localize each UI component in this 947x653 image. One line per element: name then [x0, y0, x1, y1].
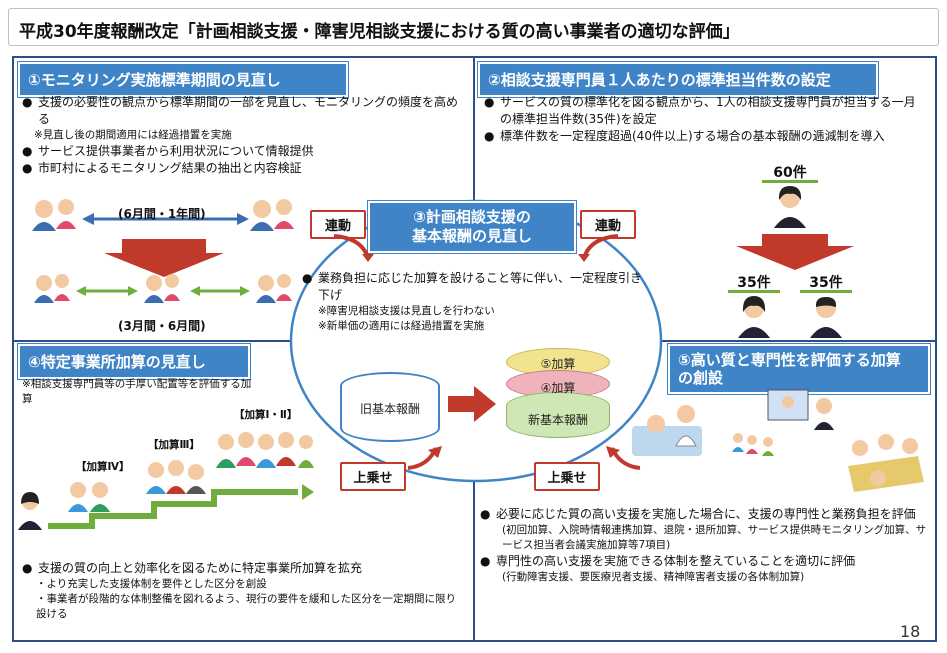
section5-body: ●必要に応じた質の高い支援を実施した場合に、支援の専門性と業務負担を評価 (初回…	[480, 506, 930, 585]
uplift-arrow-left-icon	[404, 442, 444, 472]
count-after-2-underline	[800, 290, 852, 293]
section5-heading-line1: ⑤高い質と専門性を評価する加算	[678, 351, 920, 369]
section3-heading-line2: 基本報酬の見直し	[378, 227, 566, 246]
section5-bullet-2: 専門性の高い支援を実施できる体制を整えていることを適切に評価	[496, 554, 855, 568]
small-people-icon	[732, 433, 774, 456]
new-base: 新基本報酬	[506, 392, 610, 438]
section5-detail-1: (初回加算、入院時情報連携加算、退院・退所加算、サービス提供時モニタリング加算、…	[480, 523, 930, 553]
uplift-right-tag: 上乗せ	[534, 462, 600, 491]
count-after-1: 35件	[734, 272, 774, 292]
section3-heading: ③計画相談支援の 基本報酬の見直し	[368, 201, 576, 253]
group-kasan-1-2-icon	[216, 432, 314, 468]
section3-note-2: ※新単価の適用には経過措置を実施	[302, 319, 644, 334]
section4-sub-2: ・事業者が段階的な体制整備を図れるよう、現行の要件を緩和した区分を一定期間に限り…	[22, 592, 466, 622]
single-staff-icon	[18, 492, 42, 530]
section2-heading: ②相談支援専門員１人あたりの標準担当件数の設定	[478, 62, 878, 97]
section4-heading: ④特定事業所加算の見直し	[18, 344, 250, 379]
section5-detail-2: (行動障害支援、要医療児者支援、精神障害者支援の各体制加算)	[480, 570, 930, 585]
period-after-label: (3月間・6月間)	[118, 318, 206, 335]
period-before-label: (6月間・1年間)	[118, 206, 206, 223]
meeting-scene-icon	[848, 434, 924, 492]
down-arrow-icon	[730, 232, 860, 272]
count-after-1-underline	[728, 290, 780, 293]
section4-body: ●支援の質の向上と効率化を図るために特定事業所加算を拡充 ・より充実した支援体制…	[22, 560, 466, 622]
section2-bullet-2: 標準件数を一定程度超過(40件以上)する場合の基本報酬の逓減制を導入	[500, 129, 885, 143]
section1-bullet-2: サービス提供事業者から利用状況について情報提供	[38, 144, 314, 158]
section5-bullet-1: 必要に応じた質の高い支援を実施した場合に、支援の専門性と業務負担を評価	[496, 507, 916, 521]
count-after-2: 35件	[806, 272, 846, 292]
group-kasan-4-icon	[68, 482, 110, 512]
section3-note-1: ※障害児相談支援は見直しを行わない	[302, 304, 644, 319]
hospital-scene-icon	[632, 405, 702, 456]
section1-body: ●支援の必要性の観点から標準期間の一部を見直し、モニタリングの頻度を高める ※見…	[22, 94, 462, 177]
section2-bullet-1: サービスの質の標準化を図る観点から、1人の相談支援専門員が担当する一月の標準担当…	[500, 95, 916, 126]
people-pair-left-top-icon	[32, 199, 76, 231]
section3-bullet: 業務負担に応じた加算を設けること等に伴い、一定程度引き下げ	[318, 271, 642, 302]
section1-note: ※見直し後の期間適用には経過措置を実施	[22, 128, 462, 143]
section1-heading: ①モニタリング実施標準期間の見直し	[18, 62, 348, 97]
section5-heading-line2: の創設	[678, 369, 920, 387]
section1-bullet-3: 市町村によるモニタリング結果の抽出と内容検証	[38, 161, 302, 175]
section3-body: ●業務負担に応じた加算を設けること等に伴い、一定程度引き下げ ※障害児相談支援は…	[302, 270, 644, 334]
new-base-stack: ⑤加算 ④加算 新基本報酬	[506, 348, 610, 438]
staff-pair-icon	[730, 294, 860, 338]
curve-arrow-right-icon	[574, 232, 624, 262]
section4-note: ※相談支援専門員等の手厚い配置等を評価する加算	[22, 377, 252, 407]
section1-bullet-1: 支援の必要性の観点から標準期間の一部を見直し、モニタリングの頻度を高める	[38, 95, 458, 126]
section4-sub-1: ・より充実した支援体制を要件とした区分を創設	[22, 577, 466, 592]
count-before: 60件	[770, 162, 810, 182]
curve-arrow-left-icon	[328, 232, 378, 262]
old-base-cylinder: 旧基本報酬	[340, 372, 440, 442]
people-pairs-bottom-icon	[34, 274, 292, 303]
page-title: 平成30年度報酬改定「計画相談支援・障害児相談支援における質の高い事業者の適切な…	[8, 8, 939, 46]
section3-heading-line1: ③計画相談支援の	[378, 208, 566, 227]
page-number: 18	[900, 622, 920, 641]
layer-5: ⑤加算	[506, 348, 610, 376]
layer-4: ④加算	[506, 370, 610, 398]
count-before-underline	[762, 180, 818, 183]
staff-single-icon	[760, 184, 820, 228]
video-call-icon	[768, 390, 834, 430]
right-arrow-icon	[448, 386, 498, 422]
uplift-left-tag: 上乗せ	[340, 462, 406, 491]
section4-bullet: 支援の質の向上と効率化を図るために特定事業所加算を拡充	[38, 561, 362, 575]
support-scenes-illustration	[628, 386, 928, 498]
staff-groups-illustration	[16, 420, 316, 548]
group-kasan-3-icon	[146, 460, 206, 494]
